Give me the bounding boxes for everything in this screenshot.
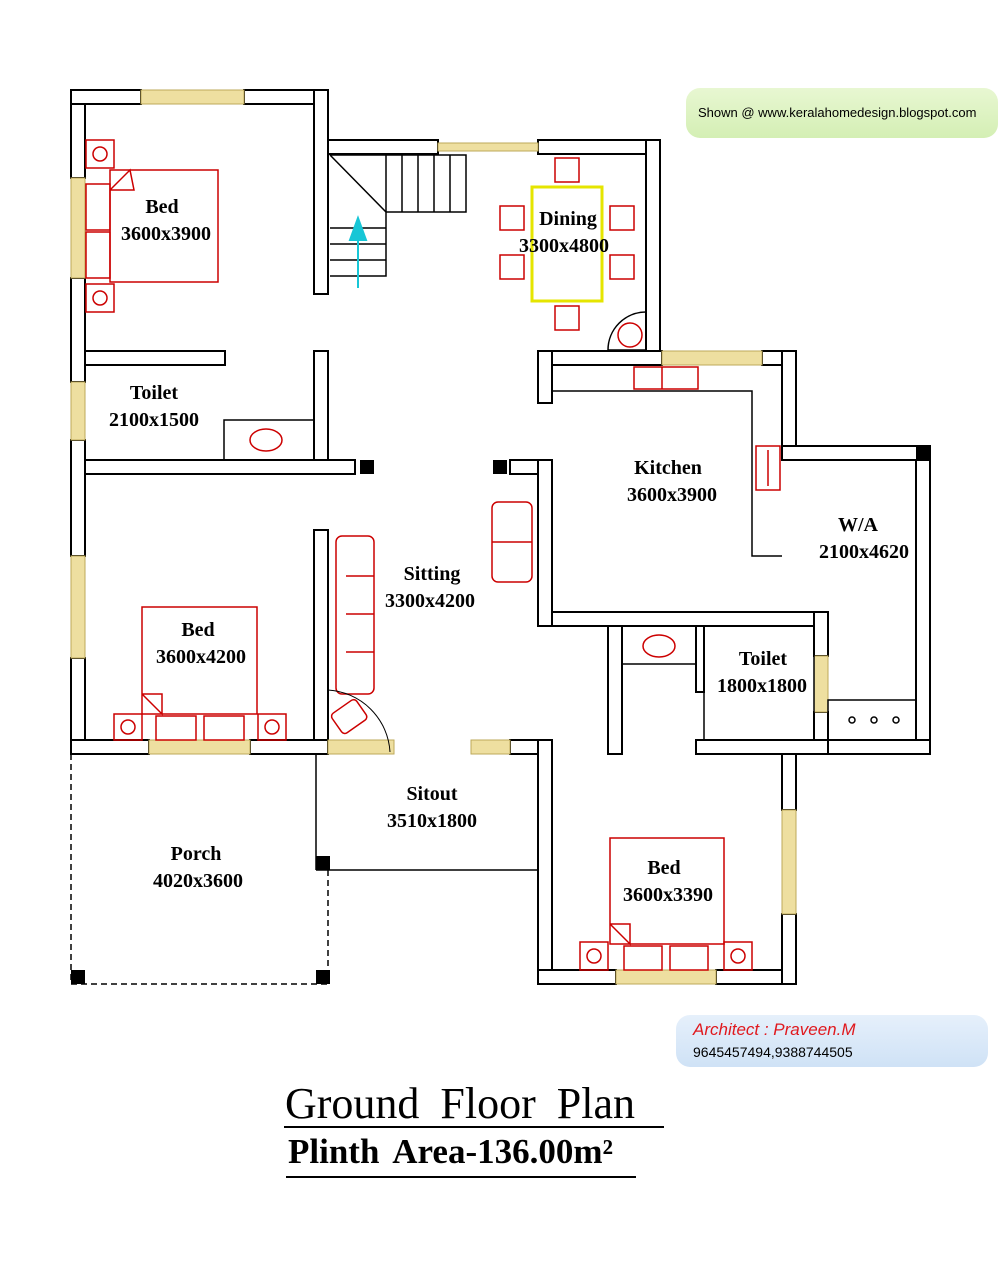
plinth-area: Plinth Area-136.00m² bbox=[288, 1132, 613, 1171]
room-size: 3300x4200 bbox=[385, 590, 475, 612]
room-name: Bed bbox=[145, 196, 178, 218]
room-size: 3600x3900 bbox=[121, 223, 211, 245]
columns bbox=[71, 446, 930, 984]
room-size: 3510x1800 bbox=[387, 810, 477, 832]
room-name: Dining bbox=[539, 208, 597, 230]
room-name: Toilet bbox=[739, 648, 787, 670]
stair-arrow bbox=[348, 215, 368, 288]
room-name: Porch bbox=[171, 843, 222, 865]
room-size: 3300x4800 bbox=[519, 235, 609, 257]
room-size: 3600x3390 bbox=[623, 884, 713, 906]
architect-credit-box: Architect : Praveen.M 9645457494,9388744… bbox=[676, 1015, 988, 1067]
room-size: 1800x1800 bbox=[717, 675, 807, 697]
room-name: Sitout bbox=[406, 783, 457, 805]
room-size: 4020x3600 bbox=[153, 870, 243, 892]
sitout-outline bbox=[315, 754, 538, 871]
bed-furniture bbox=[85, 139, 753, 971]
room-name: Toilet bbox=[130, 382, 178, 404]
room-size: 3600x3900 bbox=[627, 484, 717, 506]
room-size: 2100x1500 bbox=[109, 409, 199, 431]
room-name: Bed bbox=[647, 857, 680, 879]
room-labels: Bed 3600x3900 Dining 3300x4800 Toilet 21… bbox=[109, 196, 909, 906]
sofa-furniture bbox=[327, 501, 533, 753]
floor-plan: Bed 3600x3900 Dining 3300x4800 Toilet 21… bbox=[70, 89, 931, 985]
room-name: Sitting bbox=[404, 563, 461, 585]
room-name: Bed bbox=[181, 619, 214, 641]
area-underline bbox=[286, 1176, 636, 1178]
source-credit-box: Shown @ www.keralahomedesign.blogspot.co… bbox=[686, 88, 998, 138]
room-name: Kitchen bbox=[634, 457, 702, 479]
fixtures bbox=[223, 366, 917, 741]
room-name: W/A bbox=[838, 514, 879, 536]
dining-set bbox=[499, 157, 647, 351]
architect-name: Architect : Praveen.M bbox=[693, 1020, 856, 1039]
room-size: 3600x4200 bbox=[156, 646, 246, 668]
room-size: 2100x4620 bbox=[819, 541, 909, 563]
source-credit-text: Shown @ www.keralahomedesign.blogspot.co… bbox=[698, 105, 977, 120]
architect-phone: 9645457494,9388744505 bbox=[693, 1044, 853, 1060]
plan-title: Ground Floor Plan bbox=[285, 1079, 635, 1128]
staircase bbox=[329, 154, 467, 277]
title-underline bbox=[284, 1126, 664, 1128]
windows bbox=[70, 89, 829, 985]
porch-outline bbox=[70, 754, 329, 985]
walls bbox=[70, 89, 931, 985]
